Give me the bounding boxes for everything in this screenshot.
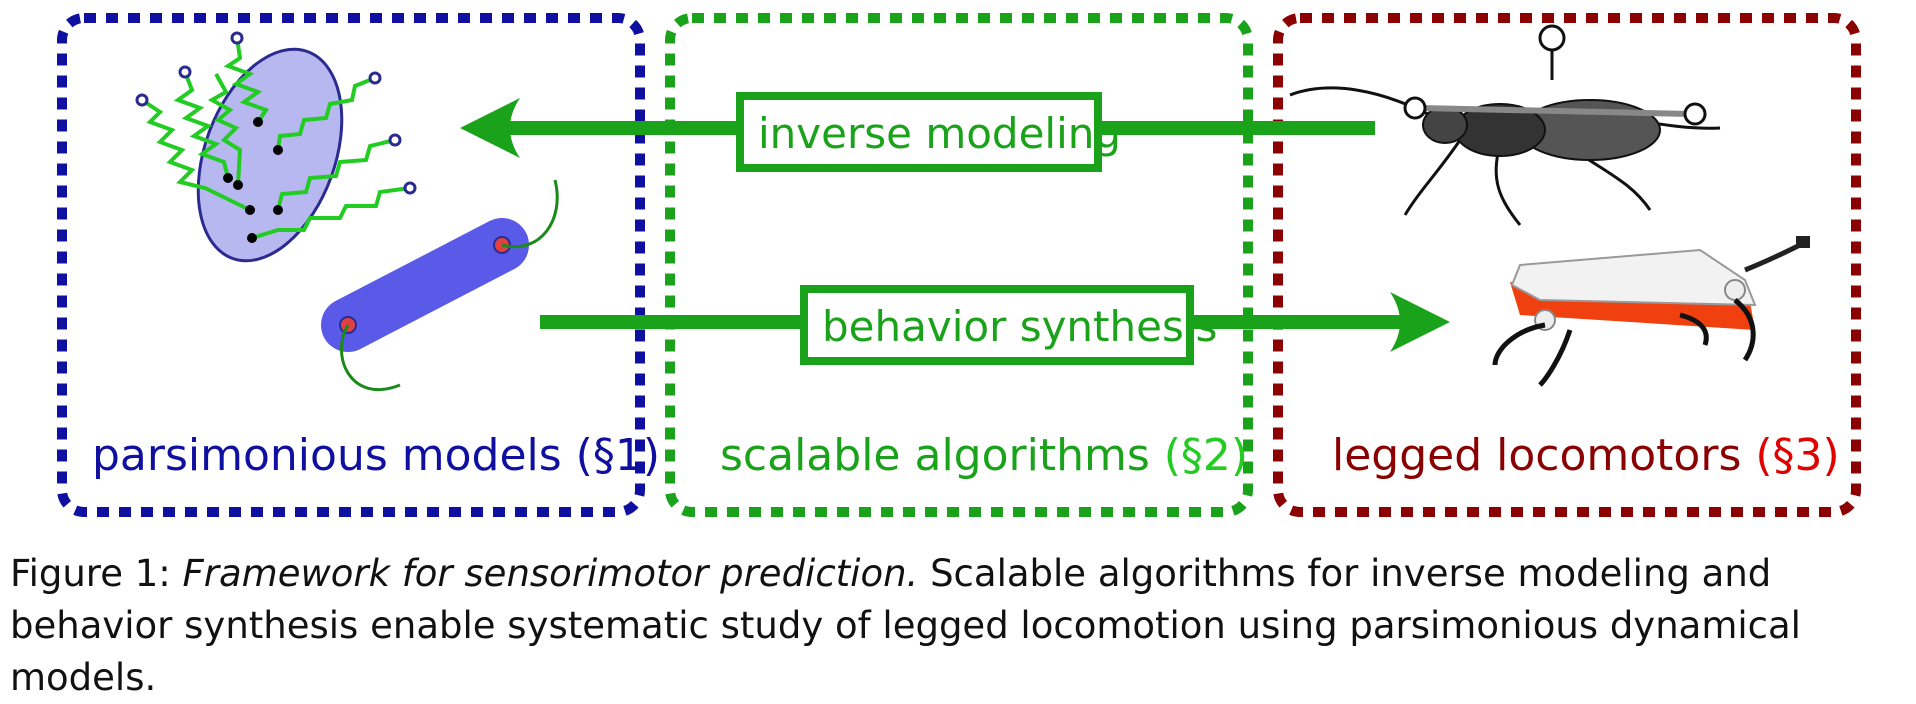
spring-mass-model-icon (135, 31, 417, 263)
locomotors-label-text: legged locomotors (1332, 430, 1742, 481)
algorithms-box (665, 13, 1253, 517)
caption-title: Framework for sensorimotor prediction. (182, 552, 919, 595)
locomotors-box (1273, 13, 1861, 517)
caption-prefix: Figure 1: (10, 552, 183, 595)
models-box (57, 13, 645, 517)
models-box-label: parsimonious models (§1) (92, 430, 660, 481)
cockroach-icon (1289, 24, 1721, 226)
caption-body: Scalable algorithms for inverse modeling… (10, 552, 1801, 699)
algorithms-label-text: scalable algorithms (720, 430, 1150, 481)
legged-robot-icon (1492, 236, 1810, 387)
locomotors-box-label: legged locomotors (§3) (1332, 430, 1840, 481)
locomotors-section-ref: (§3) (1755, 430, 1840, 481)
models-section-ref: (§1) (575, 430, 660, 481)
inverse-modeling-label: inverse modeling (736, 92, 1121, 172)
models-label-text: parsimonious models (92, 430, 562, 481)
rigid-body-icon (321, 179, 559, 392)
figure-caption: Figure 1: Framework for sensorimotor pre… (10, 548, 1910, 704)
algorithms-section-ref: (§2) (1163, 430, 1249, 481)
algorithms-box-label: scalable algorithms (§2) (720, 430, 1248, 481)
behavior-synthesis-label: behavior synthesis (800, 285, 1217, 365)
